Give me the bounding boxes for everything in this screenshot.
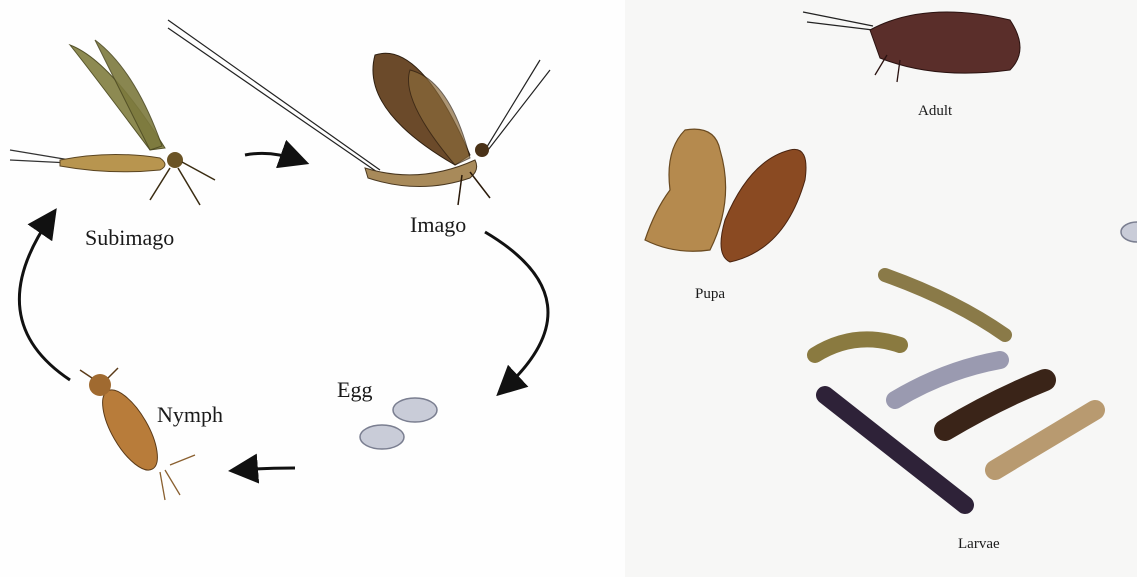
mayfly-life-cycle-panel: Subimago Imago Egg Nymph (0, 0, 625, 577)
eggs-illustration (360, 398, 437, 449)
partial-egg-edge (1121, 222, 1137, 242)
imago-label: Imago (410, 212, 466, 238)
caddisfly-life-cycle-panel: Adult Pupa Larvae (625, 0, 1137, 577)
imago-illustration (168, 20, 550, 205)
arrow-subimago-to-imago (245, 153, 298, 160)
adult-illustration (803, 12, 1020, 82)
arrow-imago-to-egg (485, 232, 548, 388)
nymph-illustration (80, 368, 195, 500)
mayfly-cycle-drawing (0, 0, 625, 577)
pupa-label: Pupa (695, 286, 725, 303)
larvae-illustration (815, 275, 1095, 505)
cycle-arrows (19, 153, 548, 470)
larvae-label: Larvae (958, 536, 1000, 553)
subimago-illustration (10, 40, 215, 205)
adult-label: Adult (918, 103, 952, 120)
arrow-egg-to-nymph (240, 468, 295, 470)
subimago-label: Subimago (85, 225, 174, 251)
arrow-nymph-to-subimago (19, 218, 70, 380)
nymph-label: Nymph (157, 402, 223, 428)
egg-label: Egg (337, 377, 372, 403)
pupa-illustration (645, 129, 806, 262)
